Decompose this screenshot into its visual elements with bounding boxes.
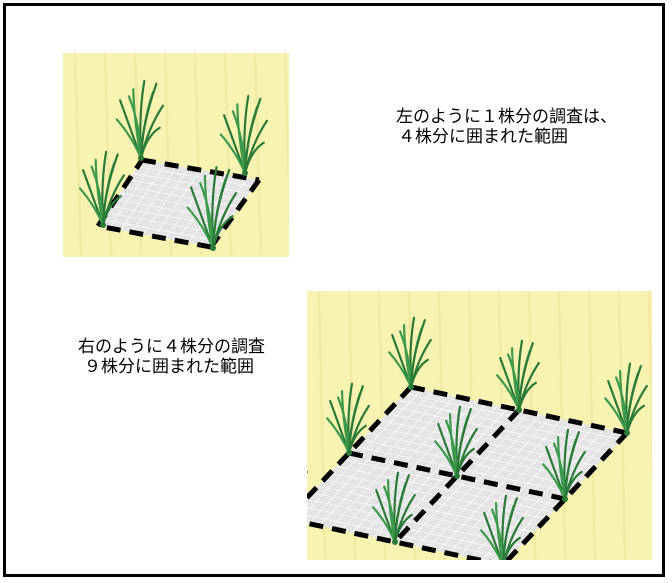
rice-plant-icon [372, 471, 416, 545]
rice-plant-icon [542, 428, 586, 502]
caption-four-hills: 右のように４株分の調査 ９株分に囲まれた範囲 [78, 337, 265, 377]
rice-plant-icon [219, 94, 269, 176]
illustration-four-hills [307, 291, 652, 560]
rice-plant-icon [434, 405, 478, 479]
rice-plant-icon [186, 166, 238, 251]
caption-one-hill-line1: 左のように１株分の調査は、 [396, 107, 617, 127]
rice-plant-icon [78, 150, 125, 228]
caption-one-hill: 左のように１株分の調査は、 ４株分に囲まれた範囲 [396, 107, 617, 147]
rice-plant-icon [326, 382, 370, 456]
rice-plot-four-hills-icon [307, 291, 652, 560]
rice-plant-icon [388, 316, 432, 390]
illustration-one-hill [63, 53, 289, 257]
rice-plant-icon [496, 339, 540, 413]
plot-boundary [348, 450, 566, 502]
plot-boundary [307, 520, 492, 560]
plot-boundary [307, 385, 413, 502]
caption-four-hills-line1: 右のように４株分の調査 [78, 337, 265, 357]
figure-frame: 左のように１株分の調査は、 ４株分に囲まれた範囲 右のように４株分の調査 ９株分… [3, 3, 665, 577]
rice-plot-one-hill-icon [63, 53, 289, 257]
caption-one-hill-line2: ４株分に囲まれた範囲 [398, 127, 568, 147]
plot-boundary [504, 431, 629, 560]
rice-plant-icon [480, 494, 524, 560]
rice-plant-icon [604, 362, 648, 436]
plot-boundary [97, 223, 212, 250]
caption-four-hills-line2: ９株分に囲まれた範囲 [84, 357, 254, 377]
plot-boundary [208, 178, 262, 249]
plot-boundary [410, 384, 628, 436]
plot-area [307, 453, 457, 542]
plot-boundary [393, 408, 521, 544]
plot-boundary [141, 157, 260, 183]
rice-plant-icon [115, 79, 165, 161]
